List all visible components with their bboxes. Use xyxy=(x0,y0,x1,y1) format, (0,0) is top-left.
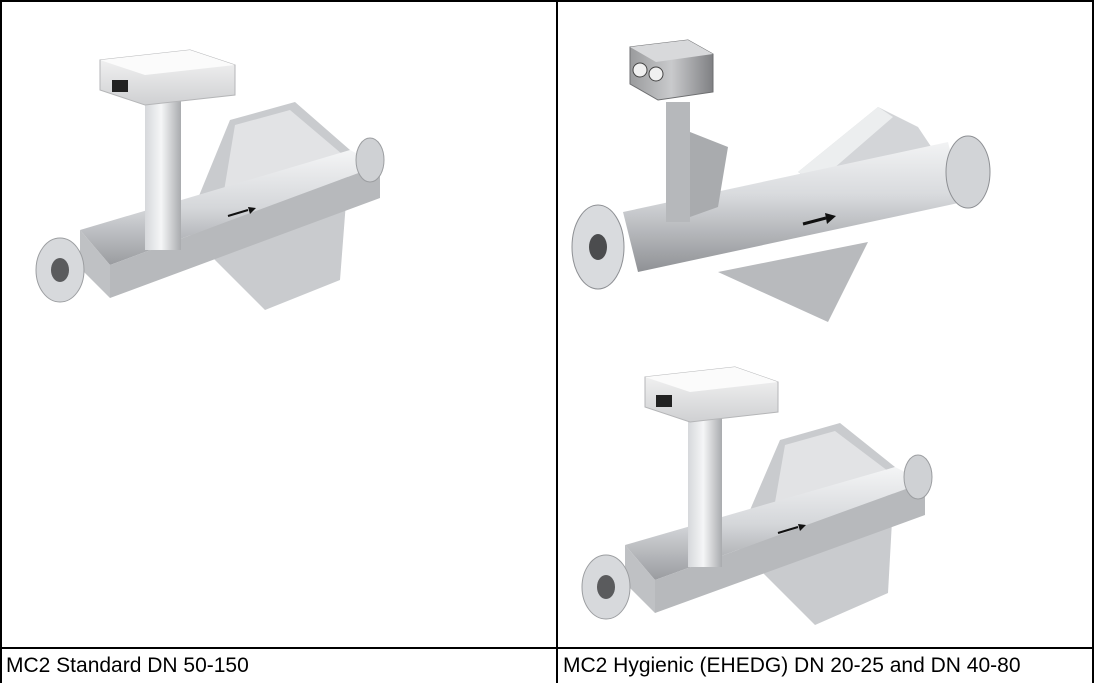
table-border-left xyxy=(0,0,2,683)
mc2-hygienic-flowmeter-image xyxy=(571,39,991,322)
table-column-divider xyxy=(556,0,558,683)
caption-mc2-hygienic: MC2 Hygienic (EHEDG) DN 20-25 and DN 40-… xyxy=(563,654,1021,677)
table-border-right xyxy=(1092,0,1094,683)
table-border-top xyxy=(0,0,1094,2)
table-row-divider xyxy=(0,647,1094,649)
mc2-standard-flowmeter-small-image xyxy=(581,366,933,625)
caption-mc2-standard: MC2 Standard DN 50-150 xyxy=(6,654,249,677)
mc2-standard-flowmeter-image xyxy=(35,49,385,310)
